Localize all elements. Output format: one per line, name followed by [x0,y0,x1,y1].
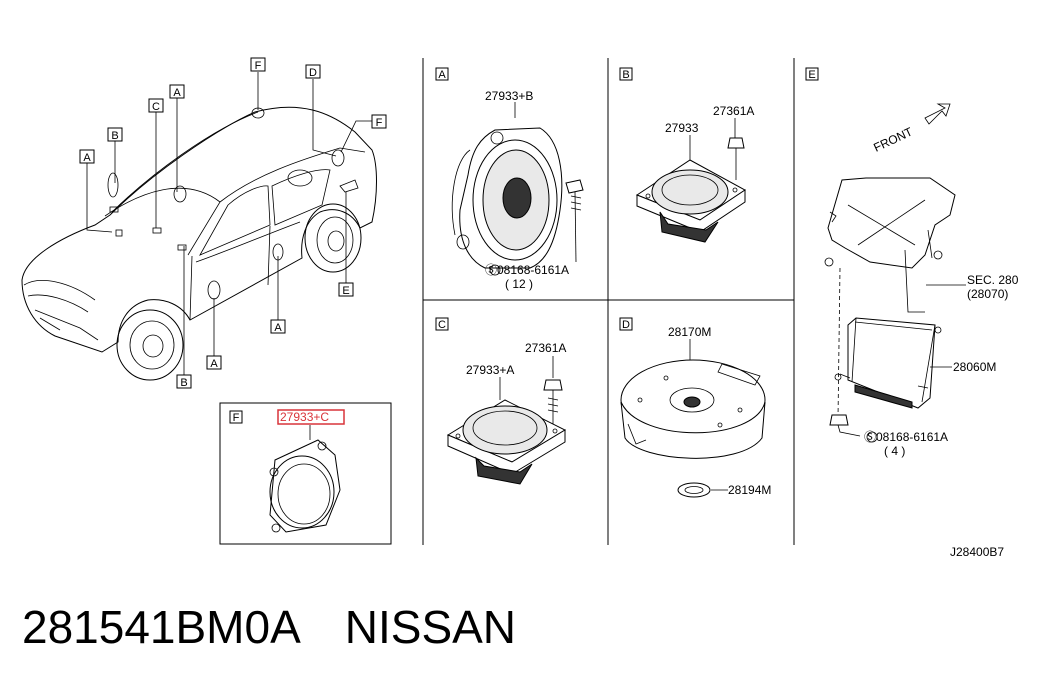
panel-a: A 27933+B Ⓢ08168-6161A ( 12 ) [435,67,584,291]
bolt-label: Ⓢ08168-6161A [485,263,569,277]
car-illustration [21,72,377,381]
svg-text:A: A [438,69,446,81]
part-label-highlight: 27933+C [280,410,329,424]
callout-box: F [371,114,387,129]
callout-box: B [107,127,123,142]
svg-text:A: A [83,152,91,164]
callout-box: A [79,149,95,164]
panel-e: E FRONT SEC. 280 (28070) 28060M Ⓢ08168-6… [805,67,1019,458]
svg-text:F: F [255,60,262,72]
screw-label: 27361A [525,341,566,355]
part-label: 27933 [665,121,699,135]
part-number: 281541BM0A [22,601,301,653]
part-label: 27933+A [466,363,514,377]
bolt-label: Ⓢ08168-6161A [864,430,948,444]
svg-text:E: E [808,69,815,81]
front-arrow-icon [924,103,951,125]
diagram-code: J28400B7 [950,545,1004,559]
svg-text:B: B [111,130,118,142]
front-label: FRONT [871,124,915,154]
panel-b: B 27361A 27933 [619,67,754,243]
callout-box: A [206,355,222,370]
part-label: 27933+B [485,89,533,103]
svg-text:C: C [152,101,160,113]
callout-box: D [305,64,321,79]
callout-box: A [169,84,185,99]
screw-label: 27361A [713,104,754,118]
footer-caption: 281541BM0A NISSAN [22,600,560,654]
bolt-qty: ( 12 ) [505,277,533,291]
svg-text:D: D [309,67,317,79]
ring-label: 28194M [728,483,771,497]
svg-text:F: F [233,412,240,424]
svg-text:A: A [173,87,181,99]
brand-name: NISSAN [344,601,517,653]
svg-text:B: B [622,69,629,81]
sec-ref: (28070) [967,287,1008,301]
callout-box: C [148,98,164,113]
panel-d: D 28170M 28194M [619,317,771,498]
unit-label: 28060M [953,360,996,374]
part-label: 28170M [668,325,711,339]
svg-text:F: F [376,117,383,129]
panel-c: C 27361A 27933+A [435,317,566,485]
svg-text:D: D [622,319,630,331]
panel-f: F 27933+C [219,402,392,545]
panel-grid [422,58,795,545]
bolt-qty: ( 4 ) [884,444,905,458]
callout-box: E [338,282,354,297]
highlight-box [277,409,345,425]
svg-text:A: A [274,322,282,334]
callout-box: B [176,374,192,389]
sec-label: SEC. 280 [967,273,1019,287]
svg-text:A: A [210,358,218,370]
car-callouts: A B C A F D F E A A B [79,57,387,389]
callout-box: A [270,319,286,334]
svg-text:C: C [438,319,446,331]
callout-box: F [250,57,266,72]
svg-text:B: B [180,377,187,389]
svg-text:E: E [342,285,349,297]
